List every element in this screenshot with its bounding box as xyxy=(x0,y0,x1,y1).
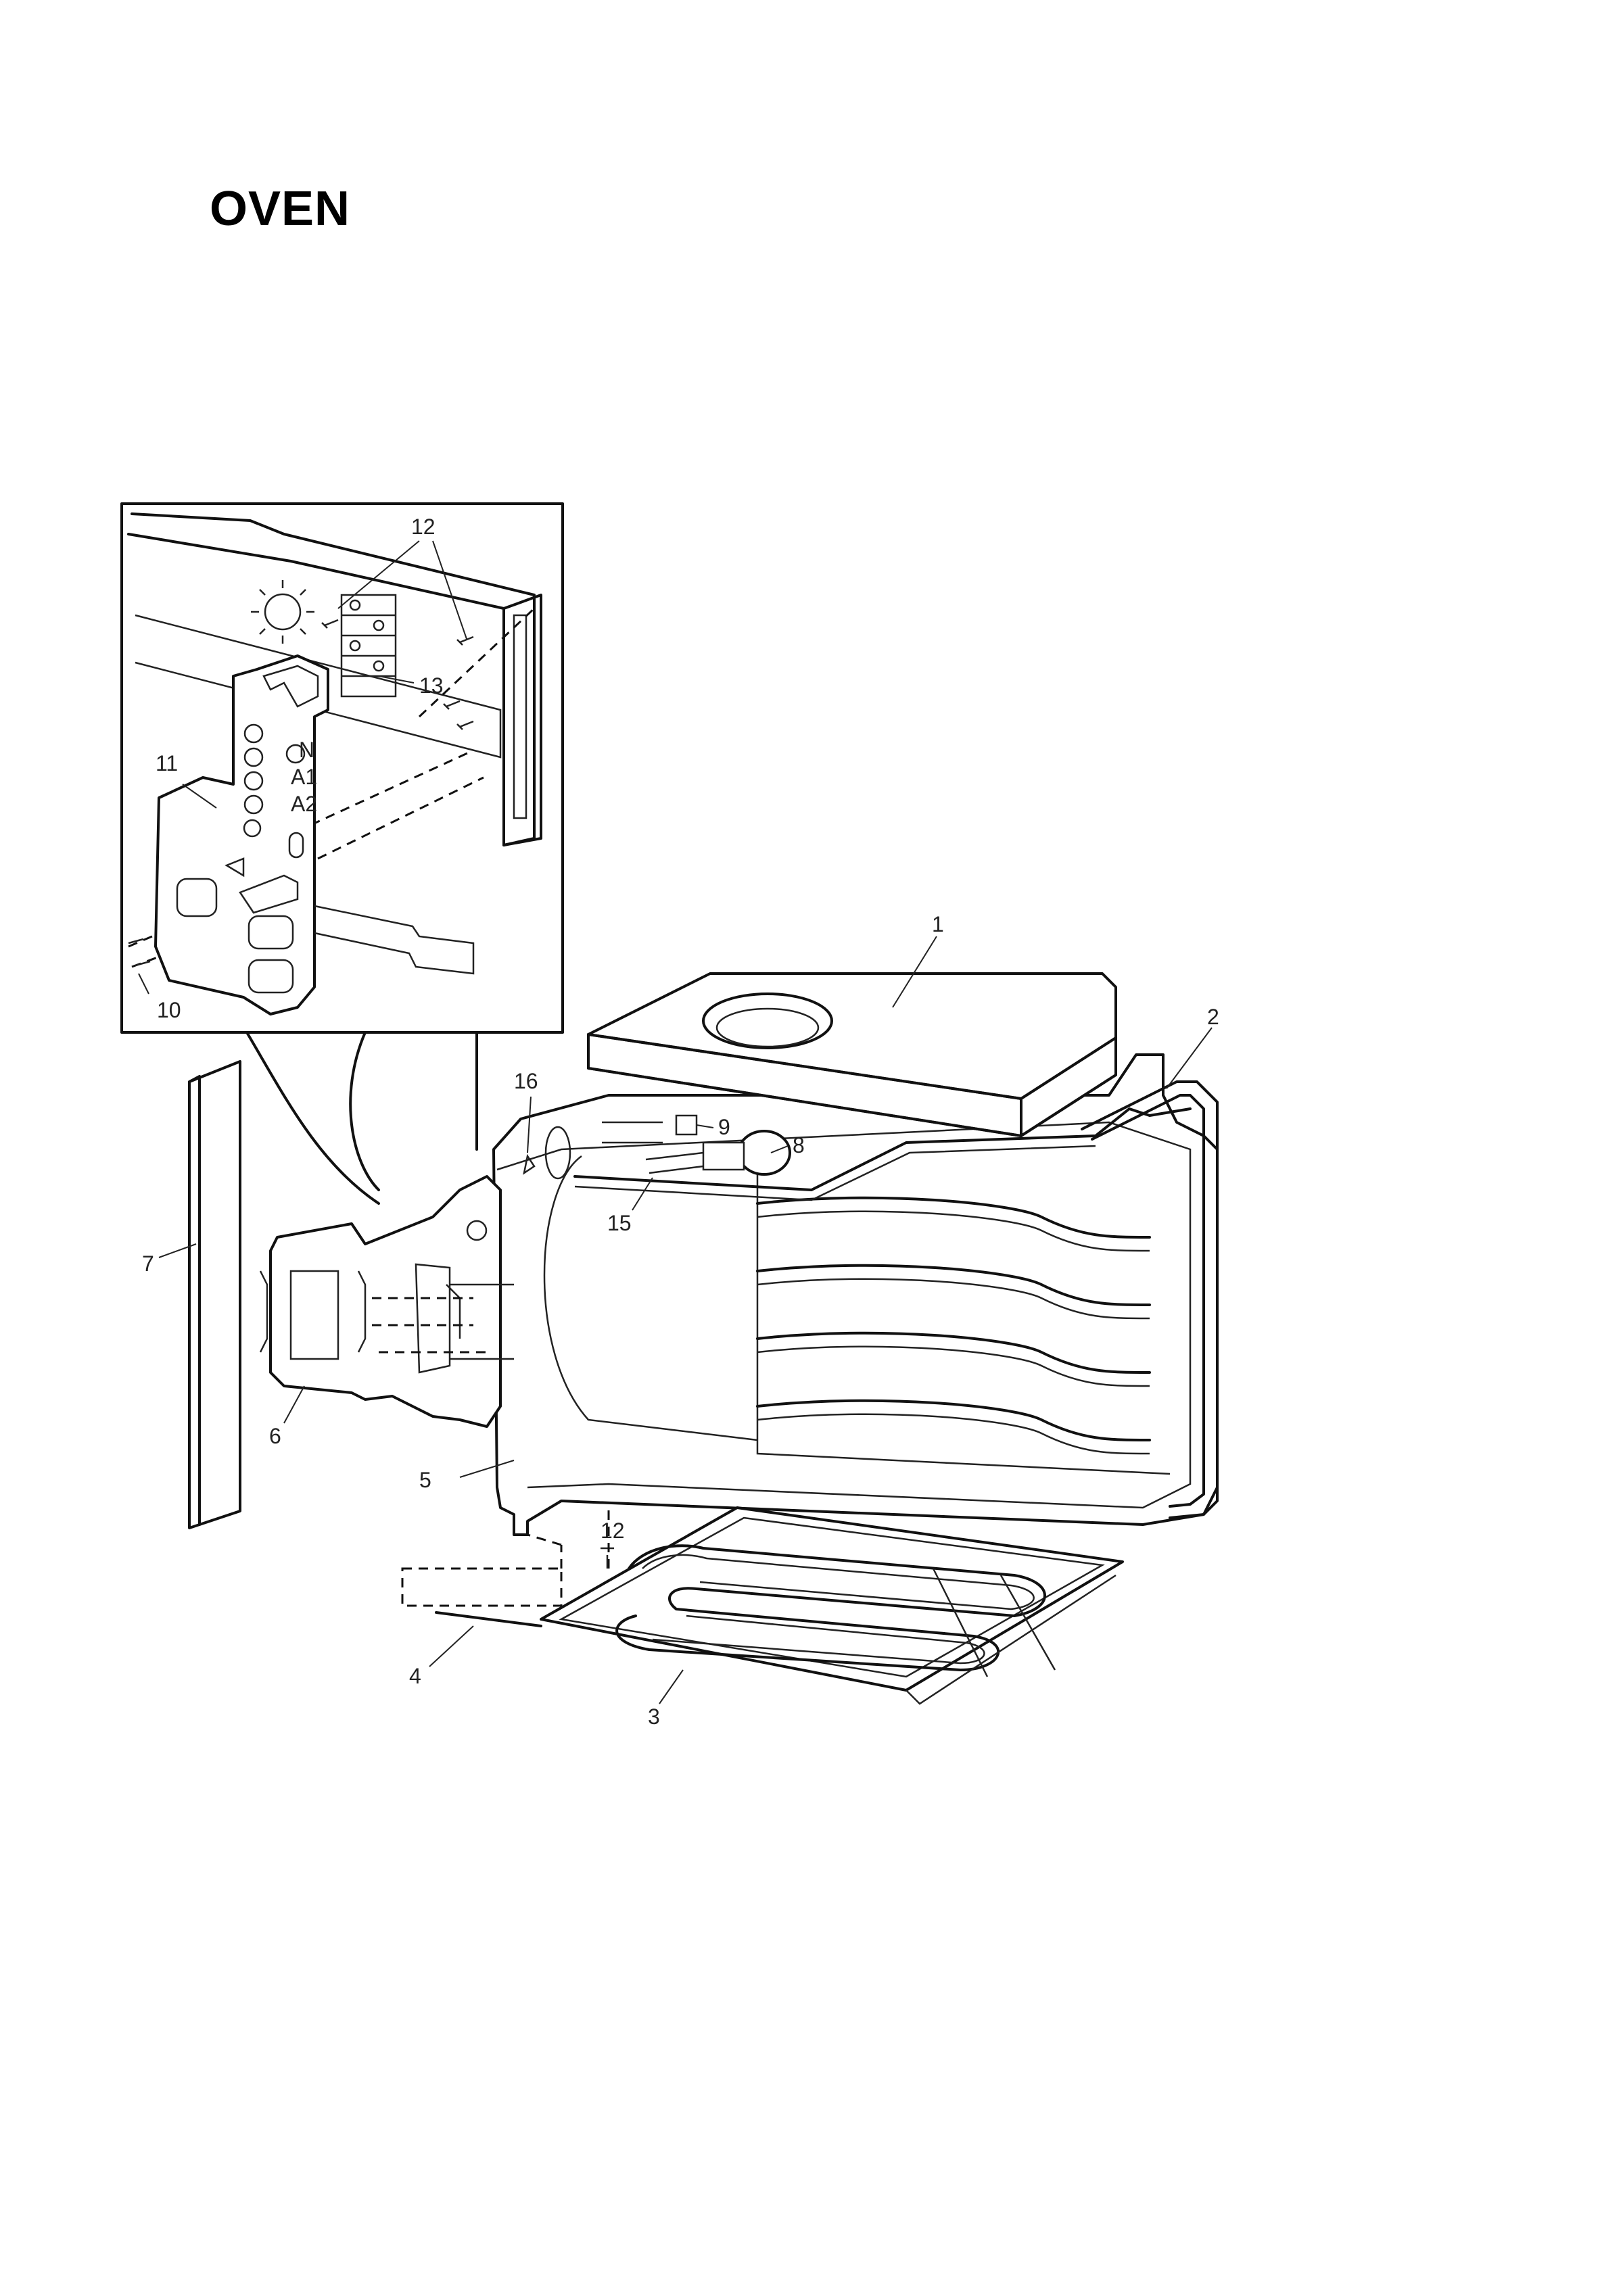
terminal-cover xyxy=(154,654,475,1015)
leader-13 xyxy=(378,675,415,684)
callout-3: 3 xyxy=(648,1704,660,1729)
callout-13: 13 xyxy=(419,673,444,698)
assembly-line xyxy=(401,1567,563,1607)
callout-11: 11 xyxy=(156,751,178,775)
earth-terminal-icon xyxy=(285,744,306,764)
magnifier-arc xyxy=(349,1031,380,1191)
shelf-ridge xyxy=(756,1196,1151,1239)
leader-8 xyxy=(770,1145,789,1153)
screw-icon xyxy=(523,1153,536,1175)
front-bracket xyxy=(269,1175,514,1428)
callout-1: 1 xyxy=(932,912,944,936)
leader-12 xyxy=(337,540,467,640)
rail-slot xyxy=(513,614,527,819)
leader-7 xyxy=(158,1243,197,1258)
terminal-label-a1: A1 xyxy=(291,765,317,789)
grill-element xyxy=(573,1107,1192,1191)
leader-4 xyxy=(429,1625,474,1667)
leader-9 xyxy=(696,1124,714,1128)
magnifier-arc xyxy=(245,1031,380,1205)
probe-rod xyxy=(435,1611,542,1627)
leader-6 xyxy=(283,1385,305,1424)
callout-10: 10 xyxy=(157,998,181,1022)
screw-icon xyxy=(601,1547,614,1569)
rail-side-flange xyxy=(502,594,542,846)
leader-15 xyxy=(632,1177,653,1211)
top-insulation xyxy=(587,972,1117,1137)
callout-7: 7 xyxy=(142,1251,154,1276)
detail-inset: N A1 A2 12 13 11 10 xyxy=(120,502,564,1034)
leader-16 xyxy=(527,1096,532,1153)
inset-frame xyxy=(120,502,564,1034)
callout-12-inset: 12 xyxy=(411,515,436,539)
leader-10 xyxy=(138,973,149,995)
flue-hole xyxy=(702,992,833,1049)
terminal-block xyxy=(340,594,397,698)
callout-12-bottom: 12 xyxy=(601,1518,625,1543)
door-seal xyxy=(1081,1080,1219,1519)
fan-motor xyxy=(737,1130,791,1176)
assembly-line xyxy=(317,776,484,860)
lamp-housing xyxy=(544,1126,571,1180)
callout-8: 8 xyxy=(793,1133,805,1157)
leader-1 xyxy=(892,936,937,1008)
shelf-ridge xyxy=(756,1264,1151,1306)
leader-3 xyxy=(659,1669,684,1704)
callout-6: 6 xyxy=(269,1424,281,1448)
leader-11 xyxy=(182,784,217,809)
assembly-line xyxy=(310,749,474,826)
screw-icon xyxy=(128,938,151,967)
page-title: OVEN xyxy=(210,182,351,236)
oven-lamp xyxy=(675,1114,698,1136)
oven-cavity xyxy=(492,1053,1219,1536)
callout-15: 15 xyxy=(607,1211,632,1235)
assembly-line xyxy=(418,607,536,718)
shelf-ridge xyxy=(756,1331,1151,1374)
terminal-label-a2: A2 xyxy=(291,792,317,816)
callout-5: 5 xyxy=(419,1468,431,1492)
callout-4: 4 xyxy=(409,1664,421,1688)
shelf-ridge xyxy=(756,1399,1151,1441)
front-seal xyxy=(188,1060,279,1529)
fan-icon xyxy=(251,580,314,644)
leader-2 xyxy=(1166,1027,1213,1089)
door-hinge xyxy=(415,1263,451,1374)
heater-coil xyxy=(615,1544,1046,1671)
callout-9: 9 xyxy=(718,1115,730,1139)
leader-5 xyxy=(459,1460,515,1478)
assembly-line xyxy=(527,1533,563,1569)
callout-16: 16 xyxy=(514,1069,538,1093)
terminal-label-n: N xyxy=(299,738,314,762)
callout-2: 2 xyxy=(1207,1005,1219,1029)
bottom-heater xyxy=(540,1506,1124,1705)
screw-icon xyxy=(321,619,474,730)
